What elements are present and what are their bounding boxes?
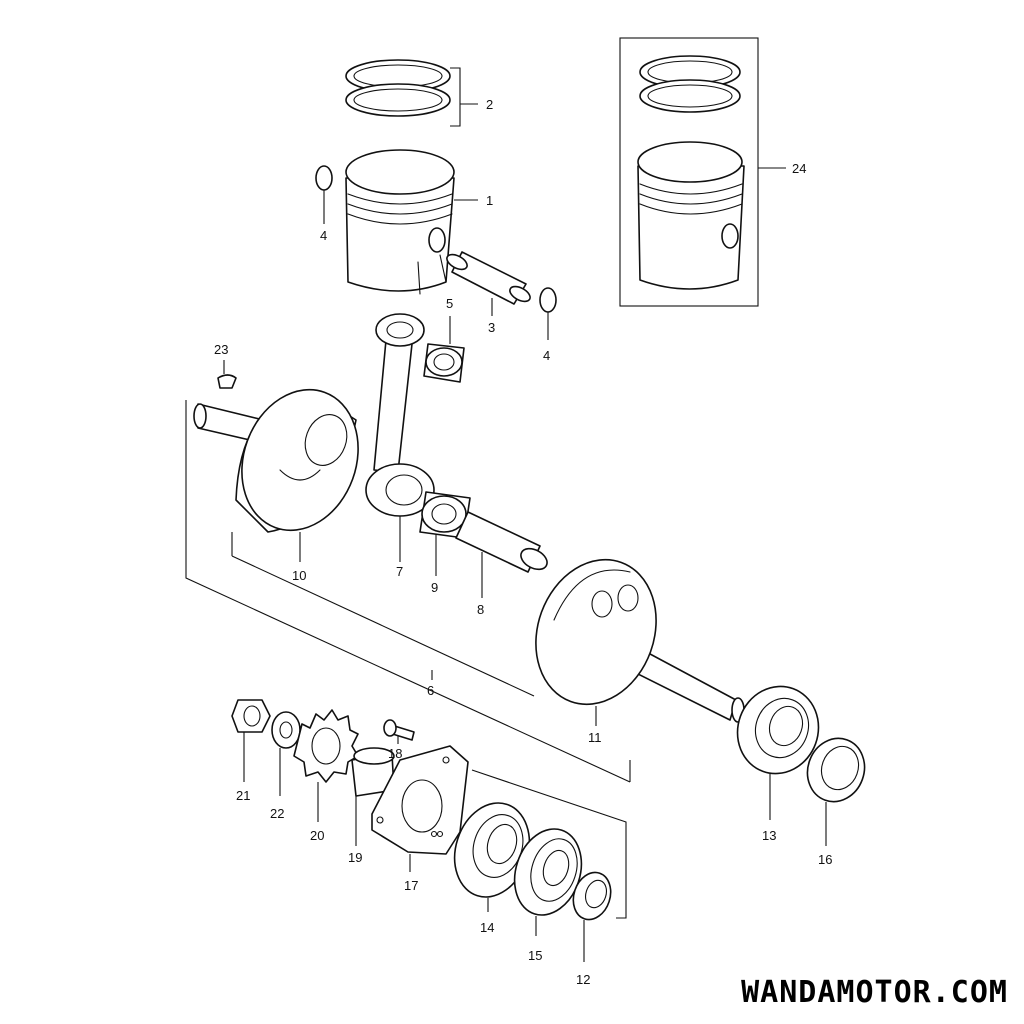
washer <box>271 711 301 796</box>
callout-19: 19 <box>348 850 362 865</box>
woodruff-key <box>217 360 237 389</box>
callout-12: 12 <box>576 972 590 987</box>
circlip-left <box>315 165 333 224</box>
callout-15: 15 <box>528 948 542 963</box>
callout-4-right: 4 <box>543 348 550 363</box>
piston-kit-box <box>619 37 786 307</box>
crankshaft-right <box>535 558 745 726</box>
callout-11: 11 <box>588 730 602 745</box>
callout-13: 13 <box>762 828 776 843</box>
piston <box>345 149 478 295</box>
small-end-bearing <box>423 316 465 383</box>
callout-24: 24 <box>792 161 806 176</box>
lower-assembly-bracket <box>471 769 627 919</box>
callout-labels: 1 2 3 4 4 5 6 7 8 9 10 11 12 13 14 15 16… <box>214 97 832 987</box>
crankshaft-assembly-bracket <box>185 400 631 783</box>
callout-18: 18 <box>388 746 402 761</box>
connecting-rod <box>365 313 435 562</box>
callout-5: 5 <box>446 296 453 311</box>
bearing-13 <box>736 685 820 820</box>
oil-seal-16 <box>806 737 866 846</box>
piston-rings <box>345 59 478 127</box>
callout-14: 14 <box>480 920 494 935</box>
callout-3: 3 <box>488 320 495 335</box>
callout-16: 16 <box>818 852 832 867</box>
callout-9: 9 <box>431 580 438 595</box>
callout-10: 10 <box>292 568 306 583</box>
circlip-right <box>539 287 557 340</box>
screw <box>383 719 415 744</box>
spacer <box>351 747 395 846</box>
callout-8: 8 <box>477 602 484 617</box>
callout-22: 22 <box>270 806 284 821</box>
crankshaft-left <box>193 388 359 562</box>
callout-20: 20 <box>310 828 324 843</box>
callout-2: 2 <box>486 97 493 112</box>
gear <box>293 709 359 822</box>
callout-7: 7 <box>396 564 403 579</box>
big-end-bearing <box>419 491 471 576</box>
callout-4-left: 4 <box>320 228 327 243</box>
piston-pin <box>446 251 531 316</box>
nut <box>231 699 271 782</box>
watermark: WANDAMOTOR.COM <box>741 975 1008 1010</box>
crank-pin <box>455 511 548 598</box>
callout-23: 23 <box>214 342 228 357</box>
callout-6: 6 <box>427 683 434 698</box>
callout-21: 21 <box>236 788 250 803</box>
spacer-12 <box>572 871 612 962</box>
callout-1: 1 <box>486 193 493 208</box>
callout-17: 17 <box>404 878 418 893</box>
